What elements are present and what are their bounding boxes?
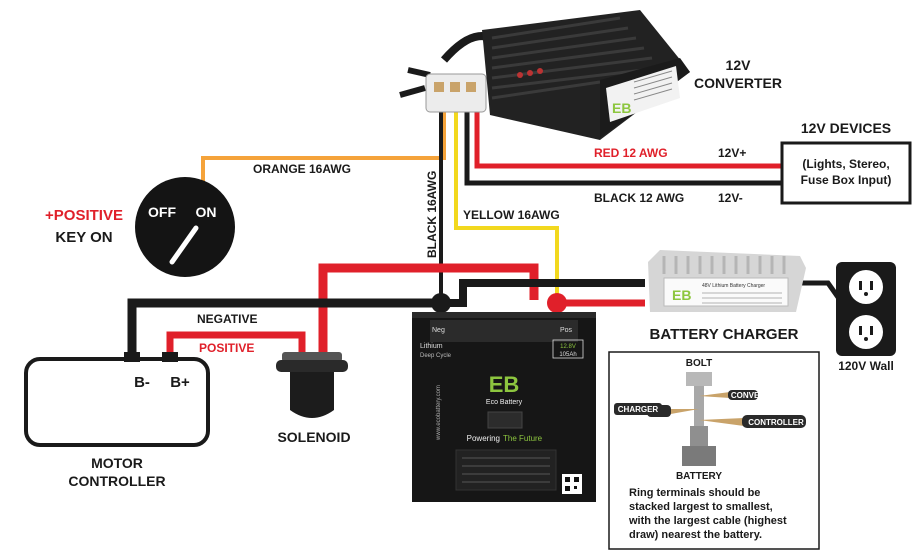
bolt-stack-illustration <box>647 372 806 466</box>
red-wire-label: RED 12 AWG <box>594 146 668 160</box>
battery-pos-label: Pos <box>560 327 573 334</box>
key-switch <box>135 177 235 277</box>
converter-logo: EB <box>612 100 631 116</box>
battery-type: Lithium <box>420 343 443 350</box>
black-12awg-wire <box>464 108 782 186</box>
converter-connector <box>425 73 487 113</box>
red-junction <box>547 293 567 313</box>
bolt-note-line2: stacked largest to smallest, <box>629 501 773 513</box>
bolt-converter-label: CONVERTER <box>731 391 781 400</box>
black-junction <box>431 293 451 313</box>
motor-label-line1: MOTOR <box>91 455 143 471</box>
solenoid-label: SOLENOID <box>277 429 350 445</box>
yellow-wire-label: YELLOW 16AWG <box>463 208 560 222</box>
battery-brand: Eco Battery <box>486 399 523 406</box>
bolt-controller-label: CONTROLLER <box>748 418 804 427</box>
v-minus-label: 12V- <box>718 191 743 205</box>
wall-label: 120V Wall <box>838 359 894 373</box>
key-on-label: KEY ON <box>55 229 112 246</box>
eco-battery: Neg Pos Lithium Deep Cycle 12.8V 105Ah E… <box>412 312 596 502</box>
key-positive-label: +POSITIVE <box>45 207 123 224</box>
battery-tagline-a: Powering <box>467 434 500 443</box>
bolt-note-line3: with the largest cable (highest <box>628 515 787 527</box>
battery-charger-label: BATTERY CHARGER <box>650 326 799 343</box>
b-minus-label: B- <box>134 374 150 391</box>
motor-controller-box <box>24 357 210 447</box>
devices-box <box>780 141 912 205</box>
battery-neg-label: Neg <box>432 327 445 334</box>
red-12awg-wire <box>474 108 782 169</box>
devices-title: 12V DEVICES <box>801 120 891 136</box>
motor-label-line2: CONTROLLER <box>68 473 165 489</box>
switch-on-label: ON <box>196 204 217 220</box>
battery-voltage: 12.8V <box>560 344 576 350</box>
converter-label-line1: 12V <box>726 57 752 73</box>
yellow-16awg-wire <box>454 112 559 303</box>
controller-positive-cable <box>166 331 306 356</box>
battery-website: www.ecobattery.com <box>436 385 442 441</box>
orange-wire-label: ORANGE 16AWG <box>253 162 351 176</box>
charger-title: 48V Lithium Battery Charger <box>702 283 765 289</box>
solenoid-device <box>276 352 348 418</box>
charger-black-lead <box>441 279 645 307</box>
negative-label: NEGATIVE <box>197 312 257 326</box>
black16-wire-label: BLACK 16AWG <box>425 171 439 258</box>
battery-logo: EB <box>489 372 520 397</box>
converter-label-line2: CONVERTER <box>694 75 782 91</box>
positive-label: POSITIVE <box>199 341 254 355</box>
converter-device: EB <box>425 10 690 140</box>
key-switch-lever <box>169 225 199 265</box>
bolt-note-line4: draw) nearest the battery. <box>629 529 762 541</box>
switch-off-label: OFF <box>148 204 176 220</box>
battery-tagline-b: The Future <box>503 434 543 443</box>
wires <box>127 32 843 356</box>
bolt-charger-text: CHARGER <box>618 405 659 414</box>
bolt-note-line1: Ring terminals should be <box>629 487 760 499</box>
charger-logo: EB <box>672 287 691 303</box>
devices-line1: (Lights, Stereo, <box>802 157 889 171</box>
battery-charger-device: EB 48V Lithium Battery Charger <box>648 250 806 312</box>
v-plus-label: 12V+ <box>718 146 746 160</box>
battery-capacity: 105Ah <box>559 352 576 358</box>
bolt-label: BOLT <box>686 358 712 369</box>
wall-outlet <box>836 262 896 356</box>
b-plus-label: B+ <box>170 374 190 391</box>
battery-subtype: Deep Cycle <box>420 353 452 359</box>
orange-16awg-wire <box>201 108 446 196</box>
main-black-cable <box>127 298 441 356</box>
bolt-battery-label: BATTERY <box>676 471 722 482</box>
black-wire-label: BLACK 12 AWG <box>594 191 684 205</box>
devices-line2: Fuse Box Input) <box>801 173 892 187</box>
